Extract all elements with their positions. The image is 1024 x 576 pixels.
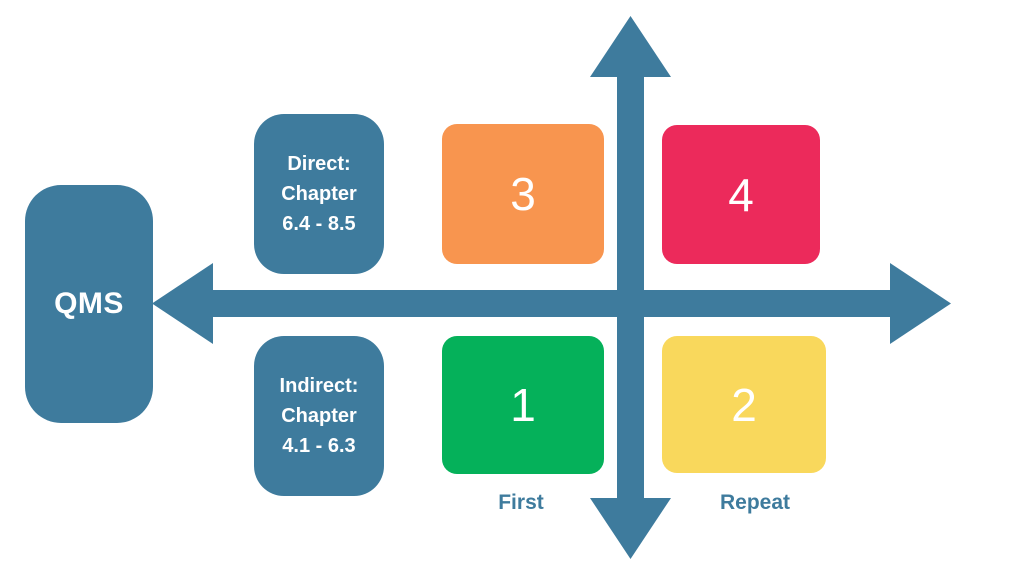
direct-chapter-box: Direct: Chapter 6.4 - 8.5 [254, 114, 384, 274]
quadrant-number-2: 2 [731, 378, 757, 431]
quadrant-number-4: 4 [728, 168, 754, 221]
y-axis-up-arrowhead-icon [590, 16, 671, 77]
quadrant-box-4: 4 [662, 125, 820, 264]
indirect-chapter-line-3: 4.1 - 6.3 [282, 435, 356, 457]
direct-chapter-line-2: Chapter [281, 183, 357, 205]
y-axis-shaft [617, 70, 644, 502]
direct-chapter-line-1: Direct: [287, 153, 351, 175]
x-axis-label-first: First [498, 491, 544, 514]
quadrant-box-2: 2 [662, 336, 826, 473]
quadrant-number-1: 1 [510, 379, 536, 431]
x-axis-left-arrowhead-icon [152, 263, 213, 344]
quadrant-number-3: 3 [510, 168, 536, 220]
x-axis-shaft [205, 290, 897, 317]
indirect-chapter-box: Indirect: Chapter 4.1 - 6.3 [254, 336, 384, 496]
x-axis-label-repeat: Repeat [719, 491, 791, 514]
indirect-chapter-line-2: Chapter [281, 405, 357, 427]
direct-chapter-line-3: 6.4 - 8.5 [282, 213, 356, 235]
qms-box: QMS [25, 185, 153, 423]
quadrant-box-1: 1 [442, 336, 604, 474]
y-axis-down-arrowhead-icon [590, 498, 671, 559]
quadrant-box-3: 3 [442, 124, 604, 264]
x-axis-right-arrowhead-icon [890, 263, 951, 344]
indirect-chapter-line-1: Indirect: [279, 375, 359, 397]
qms-box-label: QMS [54, 287, 124, 320]
